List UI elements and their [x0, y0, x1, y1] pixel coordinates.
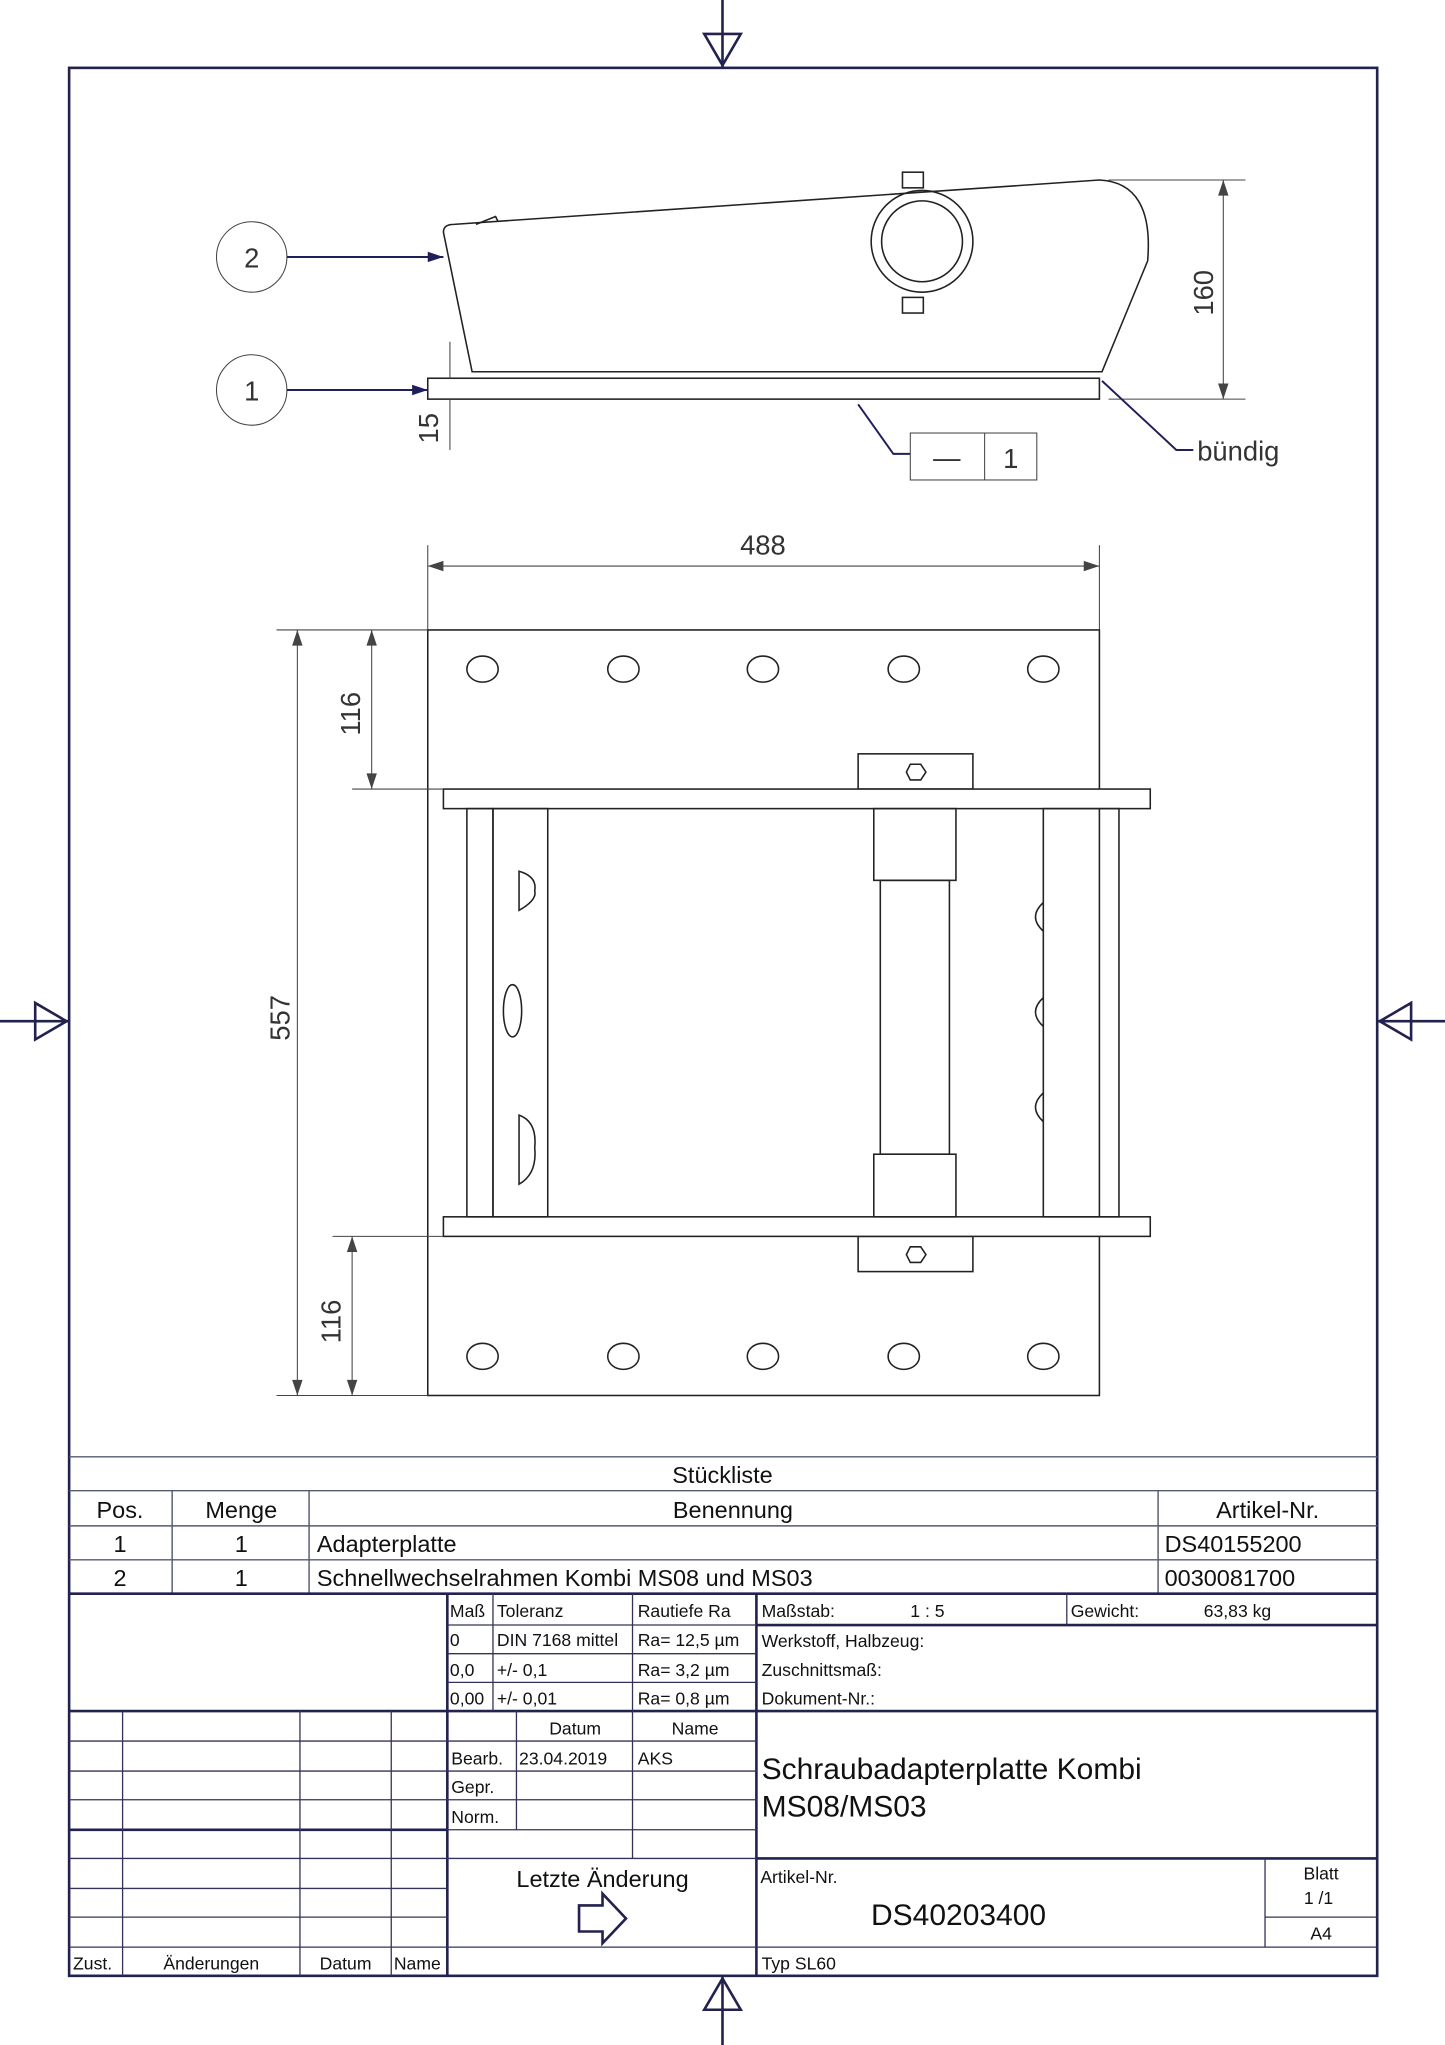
quick-coupler-frame	[442, 753, 1152, 1273]
side-view: 2 1 15 160 bündig — 1	[215, 171, 1279, 481]
weight-value: 63,83 kg	[1204, 1601, 1272, 1621]
header-zust: Zust.	[73, 1953, 112, 1973]
flatness-value: 1	[1003, 443, 1018, 474]
paper-format: A4	[1310, 1923, 1332, 1943]
cell: DIN 7168 mittel	[497, 1630, 618, 1650]
tolerance-table: Maß Toleranz Rautiefe Ra 0 DIN 7168 mitt…	[450, 1601, 739, 1708]
adapter-plate-side	[426, 377, 1101, 400]
drawing-title-line1: Schraubadapterplatte Kombi	[762, 1753, 1142, 1786]
cut-size-label: Zuschnittsmaß:	[762, 1660, 882, 1680]
cell-menge: 1	[235, 1531, 248, 1557]
revision-table-header: Zust. Änderungen Datum Name	[73, 1953, 441, 1973]
flatness-tolerance-frame	[909, 432, 1038, 481]
pin-bore	[880, 200, 964, 283]
header-pos: Pos.	[96, 1497, 143, 1523]
pin-boss	[870, 189, 974, 293]
bolt-holes	[466, 655, 1060, 1371]
material-label: Werkstoff, Halbzeug:	[762, 1631, 925, 1651]
last-change-label: Letzte Änderung	[516, 1866, 688, 1892]
type-label: Typ SL60	[762, 1953, 837, 1973]
parts-list-title: Stückliste	[672, 1462, 772, 1488]
cell: Ra= 3,2 µm	[638, 1660, 730, 1680]
row-label-gepr: Gepr.	[451, 1777, 494, 1797]
cell-benennung: Adapterplatte	[317, 1531, 457, 1557]
cell: Ra= 12,5 µm	[638, 1630, 740, 1650]
sheet-label: Blatt	[1303, 1863, 1338, 1883]
header-toleranz: Toleranz	[497, 1601, 564, 1621]
dimension-width: 488	[740, 529, 786, 560]
flatness-symbol: —	[933, 442, 961, 473]
cell: 0	[450, 1630, 460, 1650]
top-view: 488 557 116 116	[265, 529, 1152, 1397]
balloon-2-label: 2	[244, 242, 259, 273]
bearb-date: 23.04.2019	[519, 1749, 607, 1769]
cell: 0,00	[450, 1689, 484, 1709]
adapter-plate-top	[426, 629, 1101, 1397]
table-row: 1 1 Adapterplatte DS40155200	[113, 1531, 1301, 1557]
header-rautiefe: Rautiefe Ra	[638, 1601, 731, 1621]
header-artikel-nr: Artikel-Nr.	[1216, 1497, 1319, 1523]
sheet-value: 1 /1	[1304, 1888, 1333, 1908]
cell-artikel-nr: DS40155200	[1165, 1531, 1302, 1557]
cell: +/- 0,1	[497, 1660, 547, 1680]
cell-menge: 1	[235, 1565, 248, 1591]
document-number-label: Dokument-Nr.:	[762, 1689, 875, 1709]
scale-label: Maßstab:	[762, 1601, 835, 1621]
bolt-bottom	[901, 296, 925, 314]
dimension-top-offset: 116	[335, 692, 366, 736]
row-label-bearb: Bearb.	[451, 1749, 503, 1769]
arrow-right-icon	[577, 1890, 628, 1947]
header-mass: Maß	[450, 1601, 485, 1621]
cell-benennung: Schnellwechselrahmen Kombi MS08 und MS03	[317, 1565, 813, 1591]
cell-artikel-nr: 0030081700	[1165, 1565, 1296, 1591]
cell: +/- 0,01	[497, 1689, 557, 1709]
weight-label: Gewicht:	[1071, 1601, 1139, 1621]
title-block: Maß Toleranz Rautiefe Ra 0 DIN 7168 mitt…	[69, 1592, 1378, 1976]
scale-value: 1 : 5	[910, 1601, 944, 1621]
cell: 0,0	[450, 1660, 475, 1680]
header-menge: Menge	[205, 1497, 277, 1523]
bolt-top	[901, 171, 925, 189]
bearb-name: AKS	[638, 1749, 673, 1769]
drawing-title-line2: MS08/MS03	[762, 1791, 927, 1824]
cell: Ra= 0,8 µm	[638, 1689, 730, 1709]
parts-list: Stückliste Pos. Menge Benennung Artikel-…	[69, 1456, 1378, 1594]
article-number-label: Artikel-Nr.	[760, 1867, 837, 1887]
header-benennung: Benennung	[673, 1497, 793, 1523]
dimension-length: 557	[265, 995, 296, 1041]
balloon-1-label: 1	[244, 375, 259, 406]
dimension-plate-thickness: 15	[413, 413, 444, 443]
row-label-norm: Norm.	[451, 1807, 499, 1827]
approval-table: Datum Name Bearb. 23.04.2019 AKS Gepr. N…	[451, 1719, 718, 1828]
article-number: DS40203400	[871, 1899, 1046, 1932]
cell-pos: 2	[113, 1565, 126, 1591]
header-datum: Datum	[549, 1719, 601, 1739]
header-datum: Datum	[320, 1953, 372, 1973]
table-row: 2 1 Schnellwechselrahmen Kombi MS08 und …	[113, 1565, 1295, 1591]
header-aenderungen: Änderungen	[163, 1953, 259, 1973]
flush-note: bündig	[1197, 435, 1279, 466]
header-name: Name	[672, 1719, 719, 1739]
dimension-bottom-offset: 116	[315, 1300, 346, 1344]
frame-body-side	[442, 179, 1150, 373]
dimension-height: 160	[1188, 270, 1219, 316]
header-name: Name	[394, 1953, 441, 1973]
cell-pos: 1	[113, 1531, 126, 1557]
